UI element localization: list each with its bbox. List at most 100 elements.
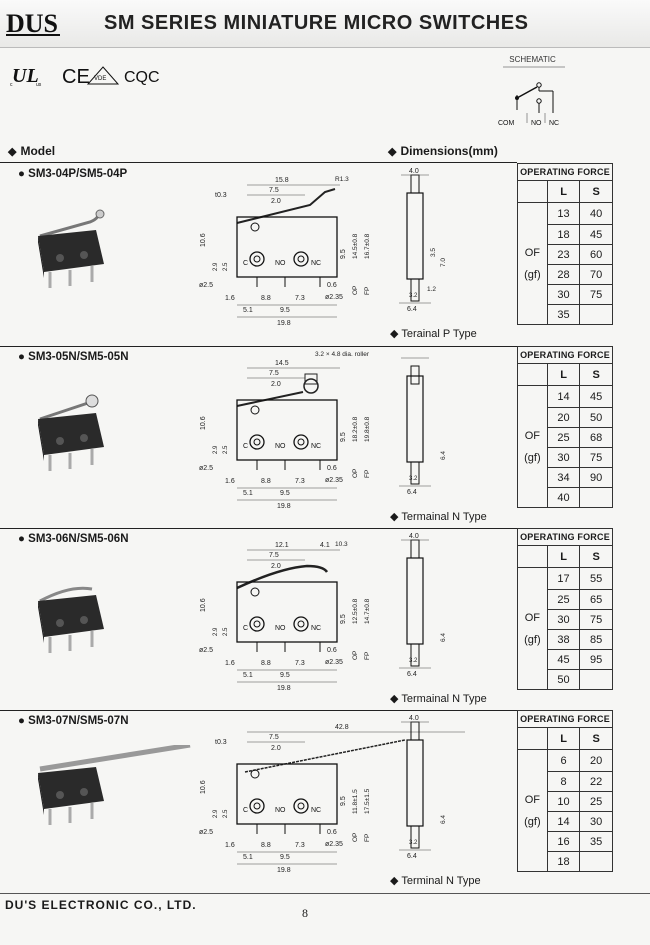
ul-mark-icon: UL c us (10, 65, 42, 88)
svg-text:4.0: 4.0 (409, 715, 419, 722)
force-row: 35 (518, 304, 613, 325)
svg-text:8.8: 8.8 (261, 842, 271, 849)
svg-text:9.5: 9.5 (280, 307, 290, 314)
svg-text:C: C (243, 443, 248, 450)
svg-text:6.4: 6.4 (407, 489, 417, 496)
operating-force-heading: OPERATING FORCE (517, 710, 613, 728)
model-name: ● SM3-07N/SM5-07N (18, 715, 129, 727)
of-label-cell: OF(gf) (517, 749, 548, 872)
svg-text:1.6: 1.6 (225, 660, 235, 667)
svg-text:3.5: 3.5 (430, 248, 437, 257)
diamond-bullet-icon: ◆ (390, 511, 399, 523)
operating-force-heading: OPERATING FORCE (517, 163, 613, 181)
force-s-cell: 45 (579, 385, 613, 408)
operating-force-heading: OPERATING FORCE (517, 528, 613, 546)
company-name: DU'S ELECTRONIC CO., LTD. (5, 898, 197, 912)
terminal-type-caption: ◆ Termainal N Type (390, 511, 487, 523)
model-name: ● SM3-06N/SM5-06N (18, 533, 129, 545)
svg-text:FP: FP (364, 470, 371, 478)
certification-marks: UL c us CE VDE CQC (10, 65, 160, 88)
terminal-type-caption: ◆ Terainal P Type (390, 328, 477, 340)
svg-text:2.0: 2.0 (271, 198, 281, 205)
model-column-heading: ◆Model (8, 144, 56, 158)
svg-text:42.8: 42.8 (335, 724, 349, 731)
force-row: OF(gf) 13 40 (517, 202, 613, 325)
svg-text:4.0: 4.0 (409, 533, 419, 540)
svg-text:2.5: 2.5 (223, 262, 229, 271)
svg-text:ø2.5: ø2.5 (199, 465, 213, 472)
svg-text:9.5: 9.5 (340, 614, 347, 624)
svg-text:10.6: 10.6 (200, 233, 207, 247)
svg-text:4.1: 4.1 (320, 542, 330, 549)
operating-force-table: OPERATING FORCE L S OF(gf) 17 55 25 65 3… (517, 528, 613, 690)
force-l-cell: 8 (546, 771, 581, 792)
force-row: OF(gf) 6 20 (517, 749, 613, 872)
schematic-diagram: COM NO NC (498, 66, 565, 127)
switch-photo (38, 586, 104, 653)
svg-text:7.5: 7.5 (269, 370, 279, 377)
force-s-cell (579, 487, 613, 508)
force-l-cell: 40 (546, 487, 581, 508)
svg-text:19.8: 19.8 (277, 867, 291, 874)
force-s-cell: 75 (579, 609, 613, 630)
svg-text:2.0: 2.0 (271, 381, 281, 388)
svg-text:10.6: 10.6 (200, 416, 207, 430)
diamond-bullet-icon: ◆ (390, 875, 399, 887)
force-l-cell: 50 (546, 669, 581, 690)
svg-text:0.6: 0.6 (327, 282, 337, 289)
operating-force-table: OPERATING FORCE L S OF(gf) 6 20 8 22 10 … (517, 710, 613, 872)
svg-text:3.2: 3.2 (409, 840, 418, 846)
force-l-cell: 10 (546, 791, 581, 812)
svg-text:1.6: 1.6 (225, 842, 235, 849)
force-s-cell: 90 (579, 467, 613, 488)
force-s-cell: 70 (579, 264, 613, 285)
svg-text:14.5: 14.5 (275, 360, 289, 367)
svg-text:1.6: 1.6 (225, 295, 235, 302)
svg-text:C: C (243, 260, 248, 267)
divider (0, 346, 517, 347)
svg-text:c: c (10, 82, 13, 88)
force-l-cell: 25 (546, 427, 581, 448)
force-l-cell: 30 (546, 447, 581, 468)
svg-text:2.0: 2.0 (271, 563, 281, 570)
svg-text:NO: NO (275, 625, 286, 632)
cqc-mark-icon: CQC (124, 69, 160, 86)
svg-text:CQC: CQC (124, 69, 160, 86)
force-row: 14 30 (518, 811, 613, 832)
svg-text:ø2.35: ø2.35 (325, 477, 343, 484)
force-l-cell: 28 (546, 264, 581, 285)
svg-text:19.8: 19.8 (277, 503, 291, 510)
svg-text:2.9: 2.9 (213, 445, 219, 454)
model-name: ● SM3-05N/SM5-05N (18, 351, 129, 363)
svg-text:1.2: 1.2 (427, 286, 436, 293)
svg-text:us: us (36, 82, 42, 88)
force-l-cell: 45 (546, 649, 581, 670)
force-row: 20 50 (518, 407, 613, 428)
svg-text:2.9: 2.9 (213, 262, 219, 271)
force-row: 50 (518, 669, 613, 690)
svg-text:9.5: 9.5 (340, 432, 347, 442)
svg-text:7.3: 7.3 (295, 295, 305, 302)
force-s-cell: 45 (579, 224, 613, 245)
force-row: 40 (518, 487, 613, 508)
svg-text:NC: NC (549, 120, 559, 127)
svg-text:14.5±0.8: 14.5±0.8 (352, 233, 359, 259)
page-title: SM SERIES MINIATURE MICRO SWITCHES (104, 12, 529, 34)
force-row: 10 25 (518, 791, 613, 812)
svg-text:C: C (243, 625, 248, 632)
svg-text:7.3: 7.3 (295, 842, 305, 849)
force-row: OF(gf) 17 55 (517, 567, 613, 690)
svg-text:6.4: 6.4 (407, 671, 417, 678)
svg-text:NO: NO (275, 443, 286, 450)
svg-text:ø2.35: ø2.35 (325, 841, 343, 848)
svg-text:5.1: 5.1 (243, 490, 253, 497)
force-s-cell: 30 (579, 811, 613, 832)
force-row: 18 (518, 851, 613, 872)
svg-text:NC: NC (311, 443, 321, 450)
svg-text:18.2±0.8: 18.2±0.8 (352, 416, 359, 442)
svg-text:7.5: 7.5 (269, 187, 279, 194)
force-s-cell: 65 (579, 589, 613, 610)
svg-text:ø2.5: ø2.5 (199, 829, 213, 836)
svg-text:C: C (243, 807, 248, 814)
dimension-drawing: 12.1 7.5 10.3 4.1 2.0 C NO NC 10.6 2.9 2… (199, 533, 447, 692)
